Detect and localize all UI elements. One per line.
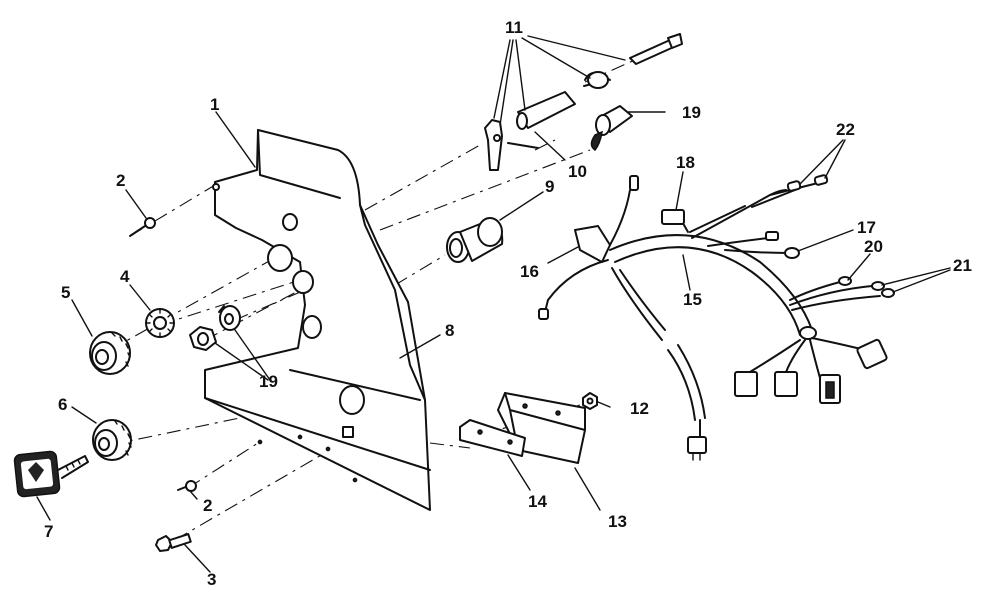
wiring-harness <box>538 174 895 461</box>
latch-assembly <box>484 33 683 171</box>
callout-11: 11 <box>505 18 523 37</box>
screw-lower <box>177 480 197 492</box>
lock-washer-19 <box>218 305 241 331</box>
callout-16: 16 <box>520 262 539 281</box>
lock-washer <box>145 308 175 338</box>
switch-9 <box>446 217 504 263</box>
callout-22: 22 <box>836 120 855 139</box>
callout-21: 21 <box>953 256 972 275</box>
callout-10: 10 <box>568 162 587 181</box>
ignition-key <box>13 450 89 498</box>
callout-13: 13 <box>608 512 627 531</box>
toggle-switch-19 <box>590 105 633 152</box>
callout-15: 15 <box>683 290 702 309</box>
nut-12 <box>582 392 598 410</box>
callout-5: 5 <box>61 283 70 302</box>
callout-2-lower: 2 <box>203 496 212 515</box>
callout-19-nut: 19 <box>259 372 278 391</box>
screw-upper <box>129 217 156 237</box>
callout-4: 4 <box>120 267 130 286</box>
instrument-panel <box>204 129 431 511</box>
bolt <box>155 533 192 552</box>
plate-14 <box>459 419 526 457</box>
callout-8: 8 <box>445 321 454 340</box>
callout-2-upper: 2 <box>116 171 125 190</box>
callout-20: 20 <box>864 237 883 256</box>
hex-nut-19 <box>189 326 217 351</box>
knurled-nut-5 <box>89 331 131 375</box>
knurled-nut-6 <box>92 419 132 461</box>
callout-7: 7 <box>44 522 53 541</box>
callout-3: 3 <box>207 570 216 589</box>
leader-lines <box>36 35 951 573</box>
callout-19-toggle: 19 <box>682 103 701 122</box>
callout-1: 1 <box>210 95 219 114</box>
callout-12: 12 <box>630 399 649 418</box>
callout-9: 9 <box>545 177 554 196</box>
callout-labels: 1 2 2 3 4 5 6 7 8 9 10 11 12 13 14 15 16… <box>44 18 972 589</box>
callout-14: 14 <box>528 492 547 511</box>
callout-17: 17 <box>857 218 876 237</box>
callout-18: 18 <box>676 153 695 172</box>
callout-6: 6 <box>58 395 67 414</box>
